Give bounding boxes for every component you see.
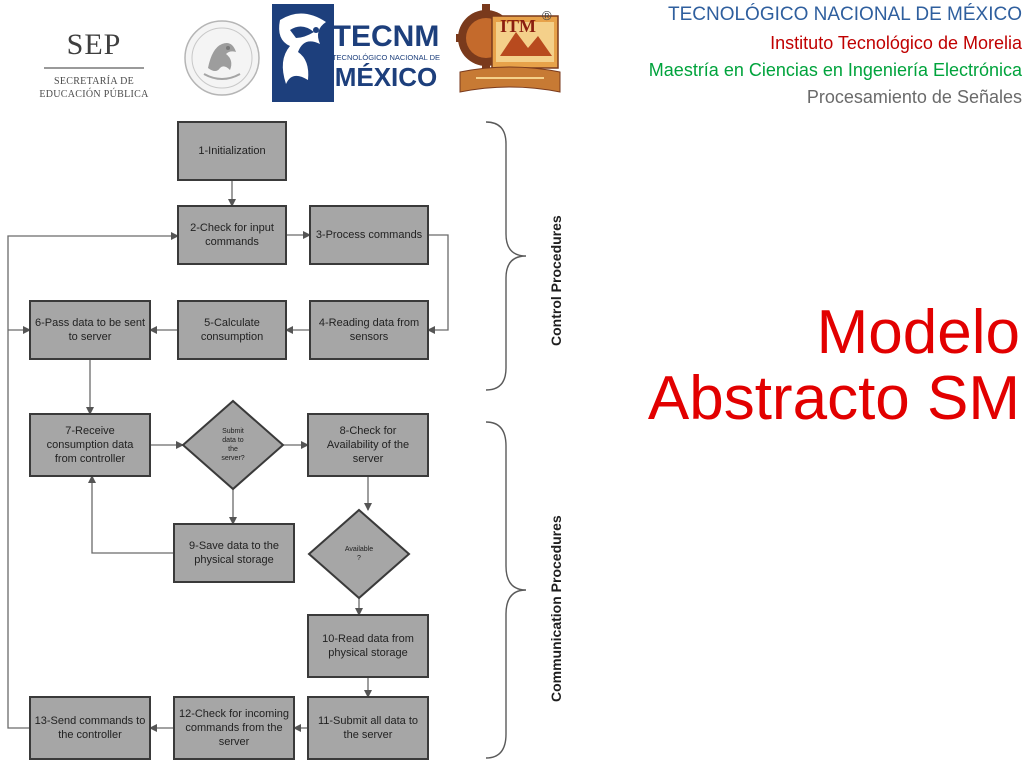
process-node-n5 (177, 300, 287, 360)
node-label-n13: 13-Send commands to the controller (34, 715, 146, 741)
node-label-n4: 4-Reading data from sensors (318, 317, 420, 343)
sep-logo: SEP SECRETARÍA DE EDUCACIÓN PÚBLICA (14, 14, 174, 100)
decision-node-d2 (307, 508, 411, 600)
node-label-n10: 10-Read data from physical storage (322, 633, 414, 659)
node-label-n9: 9-Save data to the physical storage (189, 540, 279, 566)
header-institute: Instituto Tecnológico de Morelia (770, 33, 1022, 53)
section-label-control: Control Procedures (548, 215, 564, 346)
slide-title: Modelo Abstracto SM (600, 300, 1020, 432)
tecnm-logo-subtitle: TECNOLÓGICO NACIONAL DE (332, 53, 440, 62)
node-label-n2: 2-Check for input commands (190, 222, 274, 248)
process-node-n7 (29, 413, 151, 477)
node-label-d1: Submit data to the server? (221, 427, 245, 462)
process-node-n4 (309, 300, 429, 360)
header-program: Maestría en Ciencias en Ingeniería Elect… (648, 60, 1022, 80)
node-label-n6: 6-Pass data to be sent to server (34, 317, 146, 343)
node-label-n7: 7-Receive consumption data from controll… (46, 425, 134, 465)
flowchart-canvas (7, 121, 527, 760)
process-node-n3 (309, 205, 429, 265)
sep-logo-line2: EDUCACIÓN PÚBLICA (39, 89, 149, 100)
process-node-n8 (307, 413, 429, 477)
node-label-n5: 5-Calculate consumption (200, 317, 264, 343)
node-label-n1: 1-Initialization (198, 145, 266, 157)
brace-control (485, 121, 527, 391)
process-node-n2 (177, 205, 287, 265)
tecnm-logo-country: MÉXICO (335, 62, 438, 92)
process-node-n11 (307, 696, 429, 760)
node-label-n8: 8-Check for Availability of the server (326, 425, 410, 465)
process-node-n1 (177, 121, 287, 181)
mexican-seal-icon (182, 18, 262, 98)
process-node-n10 (307, 614, 429, 678)
process-node-n9 (173, 523, 295, 583)
slide-title-line2: Abstracto SM (647, 364, 1020, 433)
flowchart: 1-Initialization 2-Check for input comman… (0, 112, 600, 768)
header-course: Procesamiento de Señales (806, 87, 1022, 107)
edge-9-7 (88, 475, 174, 554)
sep-logo-line1: SECRETARÍA DE (53, 76, 135, 87)
edge-3-4 (427, 234, 449, 334)
section-label-communication: Communication Procedures (548, 515, 564, 702)
tecnm-logo: TECNM TECNOLÓGICO NACIONAL DE MÉXICO (268, 0, 452, 106)
node-label-n3: 3-Process commands (315, 229, 423, 241)
itm-logo: ITM (452, 2, 564, 100)
itm-logo-letters: ITM (500, 16, 536, 36)
slide-title-line1: Modelo (816, 298, 1020, 367)
node-label-d2: Available ? (344, 545, 374, 562)
brace-communication (485, 421, 527, 759)
process-node-n6 (29, 300, 151, 360)
node-label-n11: 11-Submit all data to the server (317, 715, 419, 741)
sep-logo-rule (44, 67, 144, 69)
node-label-n12: 12-Check for incoming commands from the … (178, 708, 290, 748)
header-institution: TECNOLÓGICO NACIONAL DE MÉXICO (667, 4, 1022, 25)
registered-mark: ® (542, 8, 552, 23)
decision-node-d1 (181, 399, 285, 491)
header: SEP SECRETARÍA DE EDUCACIÓN PÚBLICA TECN… (0, 0, 1024, 112)
process-node-n13 (29, 696, 151, 760)
edge-loop-2 (7, 232, 179, 729)
process-node-n12 (173, 696, 295, 760)
sep-logo-word: SEP (66, 28, 122, 61)
tecnm-logo-word: TECNM (333, 20, 440, 53)
